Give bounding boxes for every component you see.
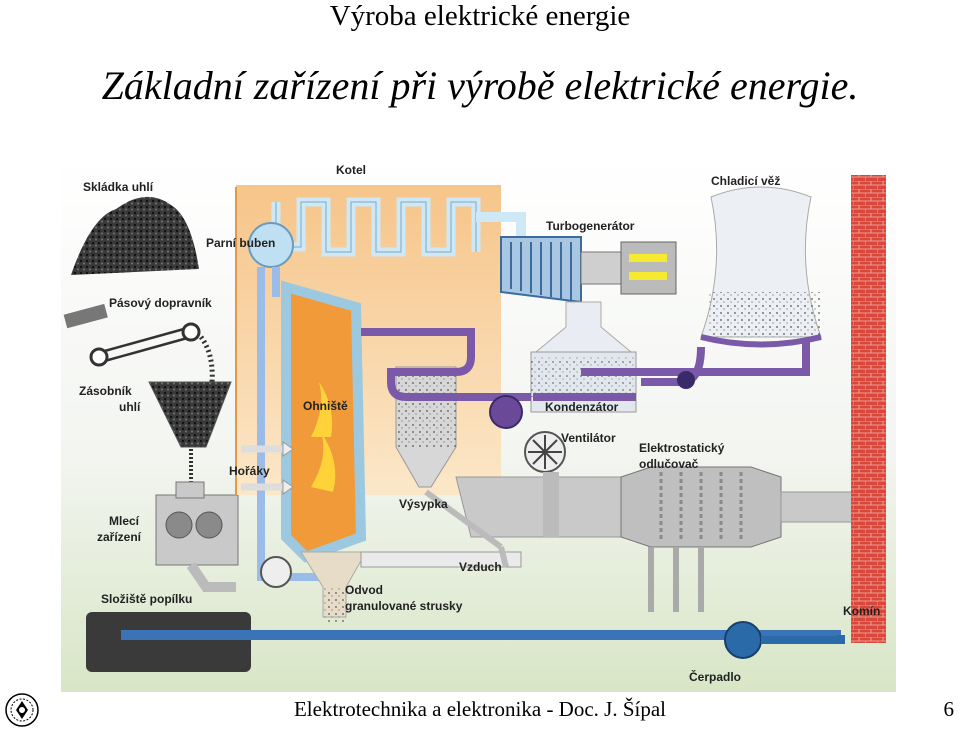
label-coal-storage: Skládka uhlí: [83, 180, 154, 194]
label-coal-hopper-2: uhlí: [119, 400, 141, 414]
label-ash-pond: Složiště popílku: [101, 592, 192, 606]
label-turbogenerator: Turbogenerátor: [546, 219, 635, 233]
label-mill-1: Mlecí: [109, 514, 140, 528]
page-title: Výroba elektrické energie: [329, 0, 631, 32]
coal-pile-icon: [71, 196, 199, 275]
label-burners: Hořáky: [229, 464, 270, 478]
coal-hopper-icon: [148, 381, 232, 448]
cooling-pump-icon: [677, 371, 695, 389]
label-pump: Čerpadlo: [689, 669, 741, 684]
page-number: 6: [943, 697, 955, 721]
label-fan: Ventilátor: [561, 431, 616, 445]
mill-icon: [155, 481, 239, 592]
label-slag-1: Odvod: [345, 583, 383, 597]
flame-icon: [311, 382, 333, 437]
steam-drum-icon: [248, 222, 294, 268]
flue-gas-duct: [455, 476, 622, 538]
turbogenerator-icon: [500, 236, 677, 304]
label-furnace: Ohniště: [303, 399, 348, 413]
label-slag-2: granulované strusky: [345, 599, 463, 613]
pump-icon: [724, 621, 762, 659]
page-subtitle: Základní zařízení při výrobě elektrické …: [101, 63, 859, 108]
air-fan-icon: [260, 556, 292, 588]
electrostatic-precipitator-icon: [620, 466, 782, 612]
label-precipitator-1: Elektrostatický: [639, 441, 725, 455]
label-condenser: Kondenzátor: [545, 400, 619, 414]
chimney-icon: [851, 175, 886, 643]
footer-text: Elektrotechnika a elektronika - Doc. J. …: [293, 697, 667, 721]
label-steam-drum: Parní buben: [206, 236, 275, 250]
university-logo-icon: [5, 693, 39, 727]
label-coal-hopper-1: Zásobník: [79, 384, 132, 398]
label-air: Vzduch: [459, 560, 502, 574]
ash-pond: [86, 612, 251, 672]
feedwater-pump-icon: [489, 395, 523, 429]
label-chimney: Komín: [843, 604, 880, 618]
label-boiler: Kotel: [336, 163, 366, 177]
label-cooling-tower: Chladicí věž: [711, 174, 780, 188]
label-precipitator-2: odlučovač: [639, 457, 699, 471]
burner-icon: [282, 441, 294, 495]
fan-icon: [524, 431, 566, 473]
label-conveyor: Pásový dopravník: [109, 296, 212, 310]
power-plant-diagram: Skládka uhlí Kotel Chladicí věž Parní bu…: [61, 157, 896, 692]
label-mill-2: zařízení: [97, 530, 142, 544]
label-ash-hopper: Výsypka: [399, 497, 448, 511]
